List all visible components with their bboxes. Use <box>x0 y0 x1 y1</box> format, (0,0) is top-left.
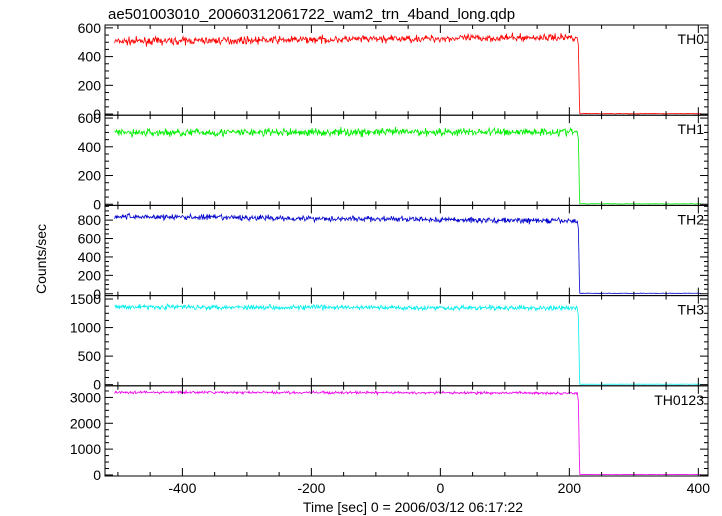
panel-label-th0123: TH0123 <box>654 392 704 408</box>
panel-label-th2: TH2 <box>678 211 705 227</box>
panel-label-th3: TH3 <box>678 302 705 318</box>
y-tick-label: 1500 <box>70 291 101 307</box>
chart-title: ae501003010_20060312061722_wam2_trn_4ban… <box>108 6 515 23</box>
y-tick-label: 400 <box>78 139 102 155</box>
x-tick-label: 0 <box>436 480 444 496</box>
series-line-th2 <box>114 212 701 294</box>
y-tick-label: 400 <box>78 249 102 265</box>
y-tick-label: 2000 <box>70 415 101 431</box>
y-tick-label: 0 <box>93 467 101 483</box>
panel-frame-th2 <box>104 204 709 297</box>
x-tick-label: 200 <box>558 480 582 496</box>
y-tick-label: 600 <box>78 20 102 36</box>
series-line-th0123 <box>114 389 701 475</box>
series-line-th0 <box>114 32 701 115</box>
x-tick-label: -200 <box>297 480 325 496</box>
y-tick-label: 200 <box>78 267 102 283</box>
panel-label-th1: TH1 <box>678 121 705 137</box>
y-tick-label: 0 <box>93 377 101 393</box>
y-tick-label: 600 <box>78 110 102 126</box>
y-tick-label: 3000 <box>70 389 101 405</box>
y-tick-label: 0 <box>93 106 101 122</box>
y-tick-label: 0 <box>93 286 101 302</box>
y-tick-label: 1000 <box>70 441 101 457</box>
y-tick-label: 500 <box>78 348 102 364</box>
y-tick-label: 1000 <box>70 320 101 336</box>
y-tick-label: 600 <box>78 231 102 247</box>
y-tick-label: 800 <box>78 212 102 228</box>
panel-frame-th0123 <box>104 385 709 477</box>
panel-frame-th1 <box>104 114 709 206</box>
y-axis-label: Counts/sec <box>33 224 49 294</box>
y-tick-label: 0 <box>93 196 101 212</box>
x-axis-label: Time [sec] 0 = 2006/03/12 06:17:22 <box>303 499 523 515</box>
y-tick-label: 200 <box>78 168 102 184</box>
y-tick-label: 400 <box>78 49 102 65</box>
series-line-th1 <box>114 126 701 205</box>
y-tick-label: 200 <box>78 77 102 93</box>
x-tick-label: -400 <box>168 480 196 496</box>
panel-label-th0: TH0 <box>678 31 705 47</box>
x-tick-label: 400 <box>687 480 711 496</box>
series-line-th3 <box>114 303 701 385</box>
